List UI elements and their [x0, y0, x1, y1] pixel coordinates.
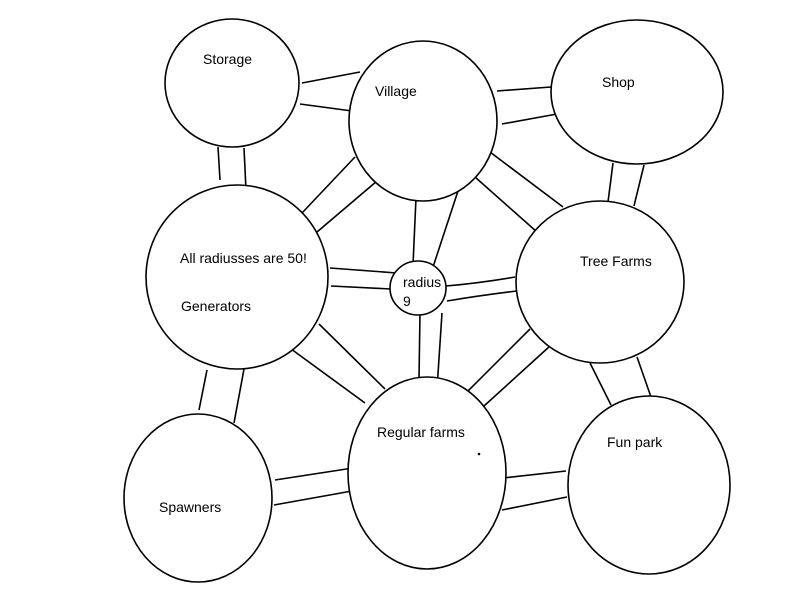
connector-generators-regularfarms-b	[318, 323, 386, 390]
connector-storage-generators-b	[243, 147, 247, 191]
node-storage-shape	[164, 18, 300, 148]
node-spawners-label: Spawners	[159, 499, 221, 515]
connector-generators-center-a	[329, 267, 398, 274]
node-regular-farms-shape	[347, 376, 507, 570]
connector-shop-treefarms-a	[607, 162, 614, 203]
connector-spawners-regularfarms-b	[273, 490, 353, 506]
node-tree-farms[interactable]: Tree Farms	[515, 200, 685, 364]
stray-dot	[477, 452, 481, 456]
connector-village-shop-b	[501, 113, 558, 125]
node-center-label-line1: radius	[403, 274, 441, 290]
node-spawners-shape	[123, 413, 273, 583]
connector-generators-regularfarms-a	[286, 345, 366, 404]
node-fun-park-shape	[567, 395, 731, 575]
node-storage-label: Storage	[203, 51, 252, 67]
node-center[interactable]: radius 9	[389, 260, 447, 316]
connector-storage-village-a	[301, 71, 361, 84]
node-generators[interactable]: All radiusses are 50! Generators	[145, 184, 329, 370]
connector-generators-center-b	[330, 285, 392, 290]
node-regular-farms[interactable]: Regular farms	[347, 376, 507, 570]
node-center-label-line2: 9	[403, 293, 411, 309]
connector-spawners-regularfarms-a	[274, 467, 354, 481]
node-tree-farms-shape	[515, 200, 685, 364]
node-center-shape	[389, 260, 447, 316]
node-shop-shape	[550, 19, 724, 165]
connector-regularfarms-funpark-b	[501, 496, 568, 511]
node-spawners[interactable]: Spawners	[123, 413, 273, 583]
connector-village-shop-a	[496, 86, 552, 92]
connectors	[198, 71, 652, 511]
node-shop[interactable]: Shop	[550, 19, 724, 165]
connector-village-treefarms-a	[489, 151, 564, 208]
node-storage[interactable]: Storage	[164, 18, 300, 148]
connector-regularfarms-funpark-a	[502, 470, 567, 479]
connector-center-treefarms-b	[446, 290, 518, 302]
connector-village-generators-b	[316, 180, 378, 233]
connector-treefarms-funpark-a	[589, 362, 612, 406]
connector-village-treefarms-b	[474, 176, 538, 233]
node-generators-shape	[145, 184, 329, 370]
connector-treefarms-regularfarms-b	[483, 345, 551, 407]
connector-village-center-a	[412, 197, 417, 266]
connector-storage-generators-a	[217, 146, 221, 181]
node-village-shape	[348, 40, 498, 202]
connector-village-generators-a	[301, 156, 356, 214]
connector-generators-spawners-b	[233, 368, 245, 424]
connector-storage-village-b	[299, 103, 353, 112]
node-shop-label: Shop	[602, 74, 635, 90]
connector-treefarms-funpark-b	[636, 356, 652, 398]
connector-center-treefarms-a	[445, 276, 516, 287]
node-fun-park-label: Fun park	[607, 434, 663, 450]
node-generators-note: All radiusses are 50!	[180, 250, 307, 266]
connector-treefarms-regularfarms-a	[465, 328, 531, 394]
node-village[interactable]: Village	[348, 40, 498, 202]
node-generators-label: Generators	[181, 298, 251, 314]
connector-generators-spawners-a	[198, 369, 208, 411]
connector-center-regularfarms-a	[418, 312, 421, 380]
node-regular-farms-label: Regular farms	[377, 424, 465, 440]
node-tree-farms-label: Tree Farms	[580, 253, 652, 269]
connector-village-center-b	[432, 190, 459, 268]
connector-shop-treefarms-b	[633, 164, 645, 207]
connector-center-regularfarms-b	[436, 312, 443, 390]
node-village-label: Village	[375, 83, 417, 99]
node-fun-park[interactable]: Fun park	[567, 395, 731, 575]
